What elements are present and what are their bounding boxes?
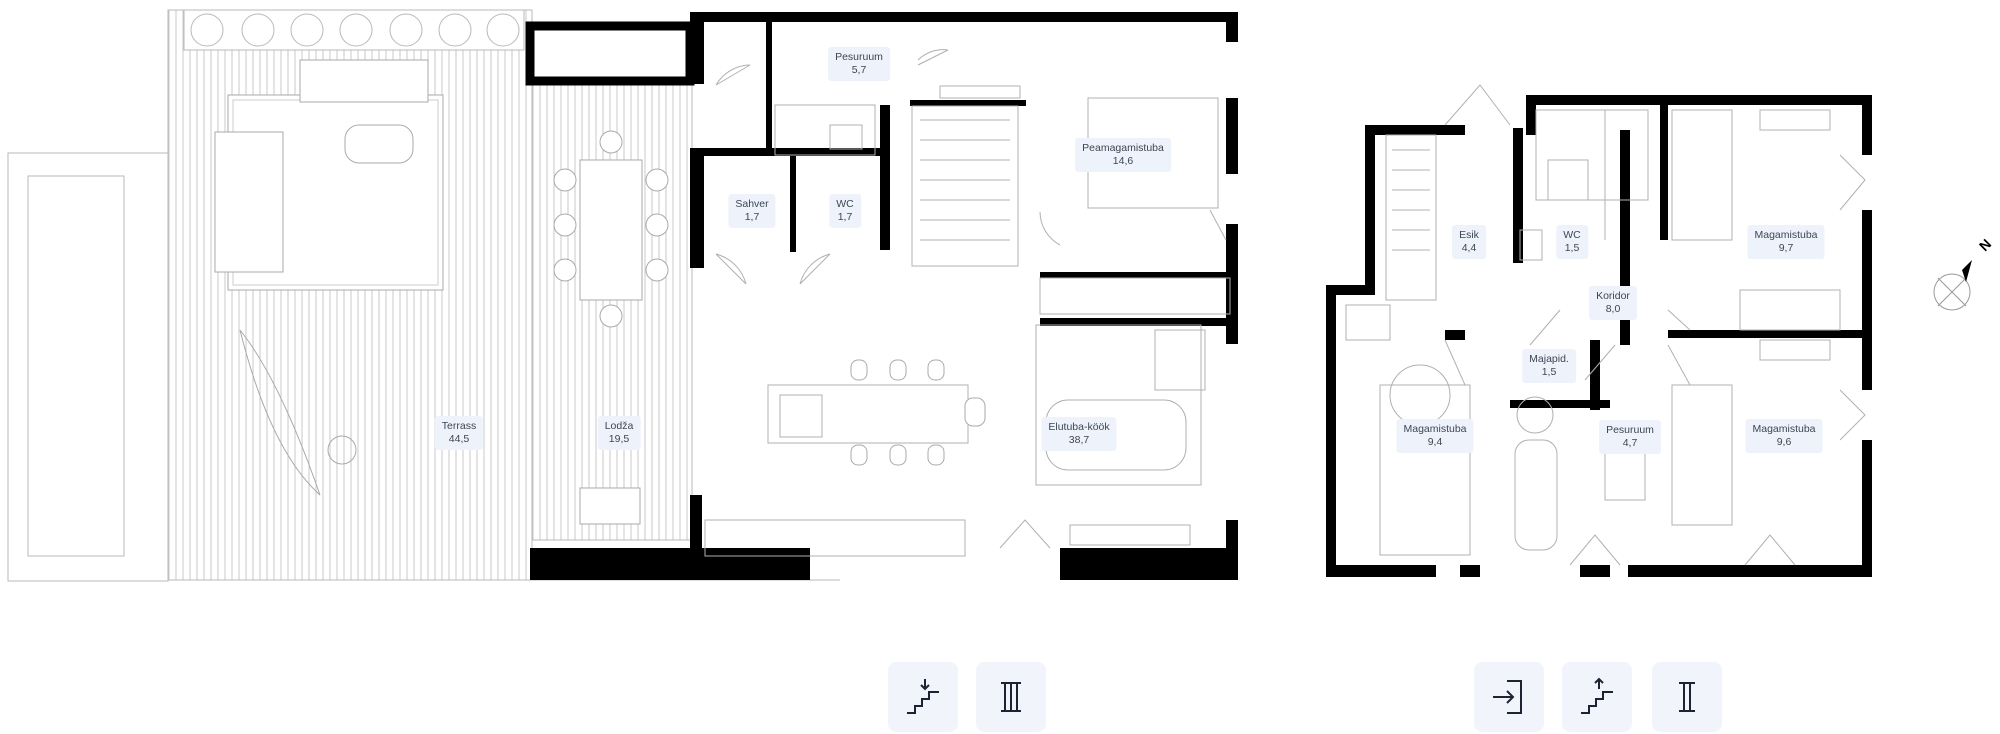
room-label-living-kitchen: Elutuba-köök 38,7 — [1041, 417, 1117, 451]
dining-chairs — [850, 359, 986, 466]
room-area: 4,7 — [1622, 437, 1638, 449]
dining-table-loggia — [553, 130, 669, 525]
room-area: 38,7 — [1068, 434, 1090, 446]
room-area: 9,4 — [1427, 436, 1443, 448]
doors-upper-floor — [1444, 84, 1866, 566]
room-label-bedroom-se: Magamistuba 9,6 — [1745, 419, 1823, 453]
room-area: 5,7 — [851, 64, 867, 76]
planters — [190, 13, 520, 47]
stairs-down-button[interactable] — [888, 662, 958, 732]
room-name: Esik — [1459, 229, 1479, 241]
upper-floor-interior-lines — [1345, 109, 1841, 556]
room-label-bedroom-ne: Magamistuba 9,7 — [1747, 225, 1825, 259]
room-area: 1,7 — [837, 211, 853, 223]
hammock — [239, 329, 357, 496]
room-label-wc-main: WC 1,7 — [829, 194, 861, 228]
room-name: Sahver — [735, 198, 769, 210]
room-label-sauna: Sahver 1,7 — [728, 194, 776, 228]
room-name: Terrass — [441, 420, 477, 432]
room-area: 14,6 — [1112, 155, 1134, 167]
room-name: Pesuruum — [835, 51, 883, 63]
room-label-hall: Esik 4,4 — [1452, 225, 1486, 259]
room-label-bedroom-sw: Magamistuba 9,4 — [1396, 419, 1474, 453]
compass-north-label: N — [1976, 236, 1994, 254]
room-name: WC — [1563, 229, 1581, 241]
compass-icon — [1933, 260, 1972, 311]
stairs-up-button[interactable] — [1562, 662, 1632, 732]
room-name: Magamistuba — [1403, 423, 1467, 435]
room-area: 1,7 — [744, 211, 760, 223]
room-name: WC — [836, 198, 854, 210]
room-label-laundry-main: Pesuruum 5,7 — [828, 47, 890, 81]
room-area: 19,5 — [608, 433, 630, 445]
room-name: Koridor — [1596, 290, 1630, 302]
room-area: 4,4 — [1461, 242, 1477, 254]
room-label-terrace: Terrass 44,5 — [434, 416, 484, 450]
room-name: Pesuruum — [1606, 424, 1654, 436]
room-label-utility: Majapid. 1,5 — [1522, 349, 1576, 383]
room-area: 9,7 — [1778, 242, 1794, 254]
room-name: Magamistuba — [1752, 423, 1816, 435]
room-label-bath-upper: Pesuruum 4,7 — [1599, 420, 1661, 454]
room-name: Peamagamistuba — [1082, 142, 1164, 154]
room-name: Magamistuba — [1754, 229, 1818, 241]
room-label-wc-upper: WC 1,5 — [1556, 225, 1588, 259]
floor-roman-three-icon — [1001, 682, 1021, 712]
ground-floor-interior-lines — [704, 85, 1231, 557]
ground-floor-walls — [530, 12, 1238, 580]
entrance-button[interactable] — [1474, 662, 1544, 732]
room-area: 9,6 — [1776, 436, 1792, 448]
room-name: Majapid. — [1529, 353, 1569, 365]
entrance-door-icon — [1493, 680, 1522, 714]
room-name: Lodža — [604, 420, 634, 432]
room-name: Elutuba-köök — [1048, 421, 1110, 433]
stairs-up-icon — [1581, 677, 1613, 714]
outdoor-sofa — [214, 59, 444, 291]
floor-three-button[interactable] — [976, 662, 1046, 732]
floor-roman-two-icon — [1679, 682, 1695, 712]
room-area: 44,5 — [448, 433, 470, 445]
doors-ground-floor — [715, 49, 1227, 549]
room-label-master-bedroom: Peamagamistuba 14,6 — [1075, 138, 1171, 172]
stairs-down-icon — [907, 679, 939, 714]
upper-floor-walls — [1326, 95, 1872, 577]
floor-two-button[interactable] — [1652, 662, 1722, 732]
room-area: 8,0 — [1605, 303, 1621, 315]
room-area: 1,5 — [1564, 242, 1580, 254]
room-area: 1,5 — [1541, 366, 1557, 378]
room-label-loggia: Lodža 19,5 — [597, 416, 641, 450]
room-label-corridor: Koridor 8,0 — [1589, 286, 1637, 320]
